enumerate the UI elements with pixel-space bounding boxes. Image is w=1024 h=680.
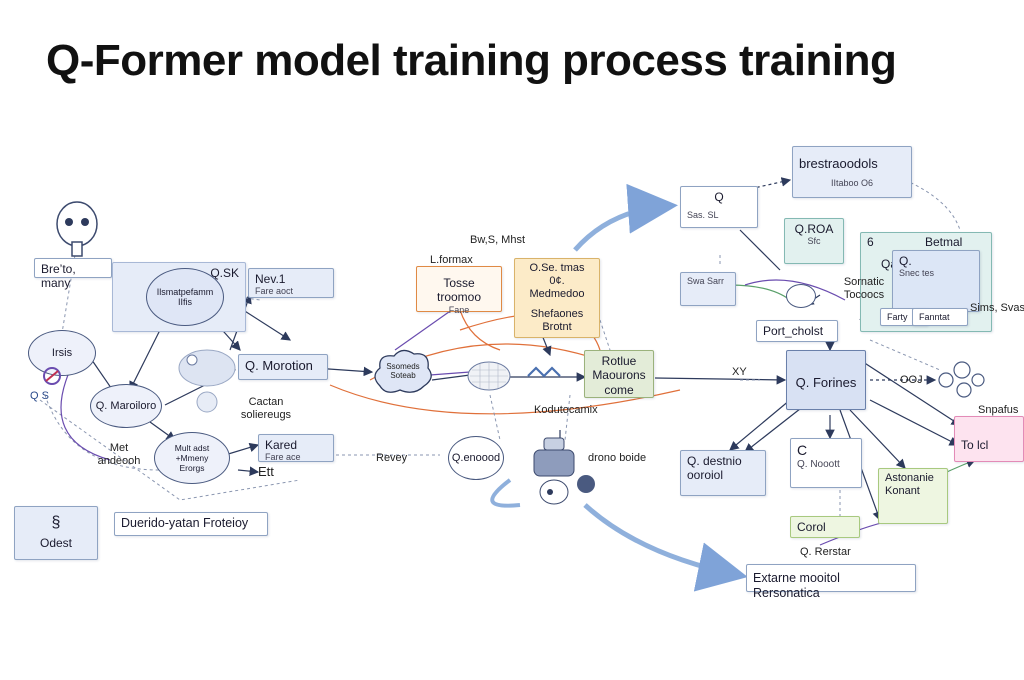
q-rerstar-label: Q. Rerstar — [800, 546, 851, 558]
bretto-node[interactable]: Bre’to, many — [34, 258, 112, 290]
kodutocamix-label: Kodutocamix — [534, 404, 598, 416]
q-teal-node[interactable]: Q.ROA Sfc — [784, 218, 844, 264]
grid-ellipse-icon — [467, 361, 511, 391]
q-lang-node[interactable]: Swa Sarr — [680, 272, 736, 306]
edge — [583, 503, 748, 592]
edge — [654, 375, 787, 385]
small-ellipse — [786, 284, 816, 308]
edge — [39, 399, 301, 501]
q-forines-node[interactable]: Q. Forines — [786, 350, 866, 410]
cloud-label: Ssomeds Soteab — [386, 362, 420, 381]
edge — [744, 404, 806, 453]
edge — [849, 409, 906, 469]
edge — [573, 183, 678, 252]
q-top-node[interactable]: Q Sas. SL — [680, 186, 758, 228]
edge — [489, 394, 501, 441]
kared-node[interactable]: Kared Fare ace — [258, 434, 334, 462]
drono-boide-label: drono boide — [588, 452, 647, 464]
edge — [729, 284, 791, 301]
sims-label: Sims, Svasec — [970, 302, 1024, 314]
corol-node[interactable]: Corol — [790, 516, 860, 538]
cloud-icon — [178, 349, 236, 413]
q-morotion-node[interactable]: Q. Morotion — [238, 354, 328, 380]
sornatic-label: Sornatic Tocoocs — [843, 276, 885, 301]
duerido-node[interactable]: Duerido-yatan Froteioy — [114, 512, 268, 536]
q-nooott-node[interactable]: C Q. Nooott — [790, 438, 862, 488]
lformax-label: L.formax — [430, 254, 473, 266]
page-title: Q-Former model training process training — [46, 36, 897, 85]
edge — [490, 478, 521, 508]
cactan-label: Cactan soliereugs — [240, 396, 292, 421]
q-enoood-ellipse[interactable]: Q.enoood — [448, 436, 504, 480]
edge — [60, 369, 111, 461]
edge — [459, 309, 501, 351]
edge — [739, 229, 781, 271]
edge — [904, 179, 961, 231]
edge — [564, 394, 571, 441]
edge — [869, 339, 941, 371]
mult-ellipse[interactable]: Mult adst +Mmeny Erorgs — [154, 432, 230, 484]
rotlue-node[interactable]: Rotlue Maourons come — [584, 350, 654, 398]
edge — [329, 384, 681, 415]
bws-label: Bw,S, Mhst — [470, 234, 526, 246]
q-destnio-node[interactable]: Q. destnio ooroiol — [680, 450, 766, 496]
cloud-icon — [374, 349, 432, 393]
edge — [237, 466, 260, 476]
edge — [429, 371, 471, 376]
q-s-label: Q S — [30, 390, 49, 402]
edge — [599, 319, 611, 351]
ett-label: Ett — [258, 464, 274, 479]
odest-node[interactable]: § Odest — [14, 506, 98, 560]
od-label: OOJ — [900, 374, 923, 386]
edge — [129, 329, 161, 392]
blue-q-node[interactable]: Q. Snec tes — [892, 250, 980, 312]
edge — [224, 442, 260, 456]
edge — [744, 279, 846, 301]
robot-face-icon — [56, 201, 98, 257]
bubble-title: Ilsmatpefamm — [156, 287, 214, 297]
brestraoodols-node[interactable]: brestraoodols IItaboo O6 — [792, 146, 912, 198]
chain-icon — [527, 366, 561, 378]
astonanie-node[interactable]: Astonanie Konant — [878, 468, 948, 524]
odest-icon: § — [51, 514, 61, 531]
edge — [431, 374, 471, 381]
bubble-sub: IIfis — [177, 297, 192, 307]
edge — [44, 394, 161, 471]
iris-ellipse[interactable]: Irsis — [28, 330, 96, 376]
edge — [859, 359, 962, 426]
met-label: Met andeooh — [97, 442, 141, 467]
port-cholst-node[interactable]: Port_cholst — [756, 320, 838, 342]
medmedoo-node[interactable]: O.Se. tmas 0¢. Medmedoo Shefaones Brotnt — [514, 258, 600, 338]
bubbles-icon — [938, 361, 985, 398]
fanntat-node[interactable]: Fanntat — [912, 308, 968, 326]
revey-label: Revey — [376, 452, 408, 464]
bubble-ellipse[interactable]: Ilsmatpefamm IIfis — [146, 268, 224, 326]
edge — [729, 399, 791, 451]
robot-icon — [533, 437, 595, 505]
new1-node[interactable]: Nev.1 Fare aoct — [248, 268, 334, 298]
tolcl-node[interactable]: To lcl — [954, 416, 1024, 462]
xy-label: XY — [732, 366, 747, 378]
extarne-node[interactable]: Extarne mooitol Rersonatica — [746, 564, 916, 600]
no-entry-icon — [43, 367, 61, 385]
snpafus-label: Snpafus — [978, 404, 1019, 416]
edge — [869, 399, 960, 446]
q-maroto-ellipse[interactable]: Q. Maroiloro — [90, 384, 162, 428]
tosse-node[interactable]: Tosse troomoo Fane — [416, 266, 502, 315]
